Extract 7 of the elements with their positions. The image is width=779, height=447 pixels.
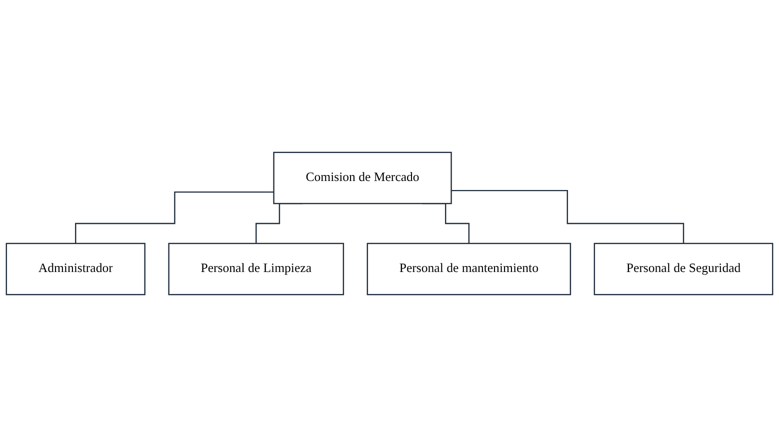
connector [75, 191, 274, 244]
node-box: Personal de mantenimiento [366, 242, 572, 296]
node-box: Personal de Limpieza [168, 242, 344, 296]
connector [451, 190, 684, 244]
node-box: Personal de Seguridad [594, 242, 774, 296]
node-box: Comision de Mercado [273, 152, 452, 204]
node-box: Administrador [6, 242, 146, 296]
